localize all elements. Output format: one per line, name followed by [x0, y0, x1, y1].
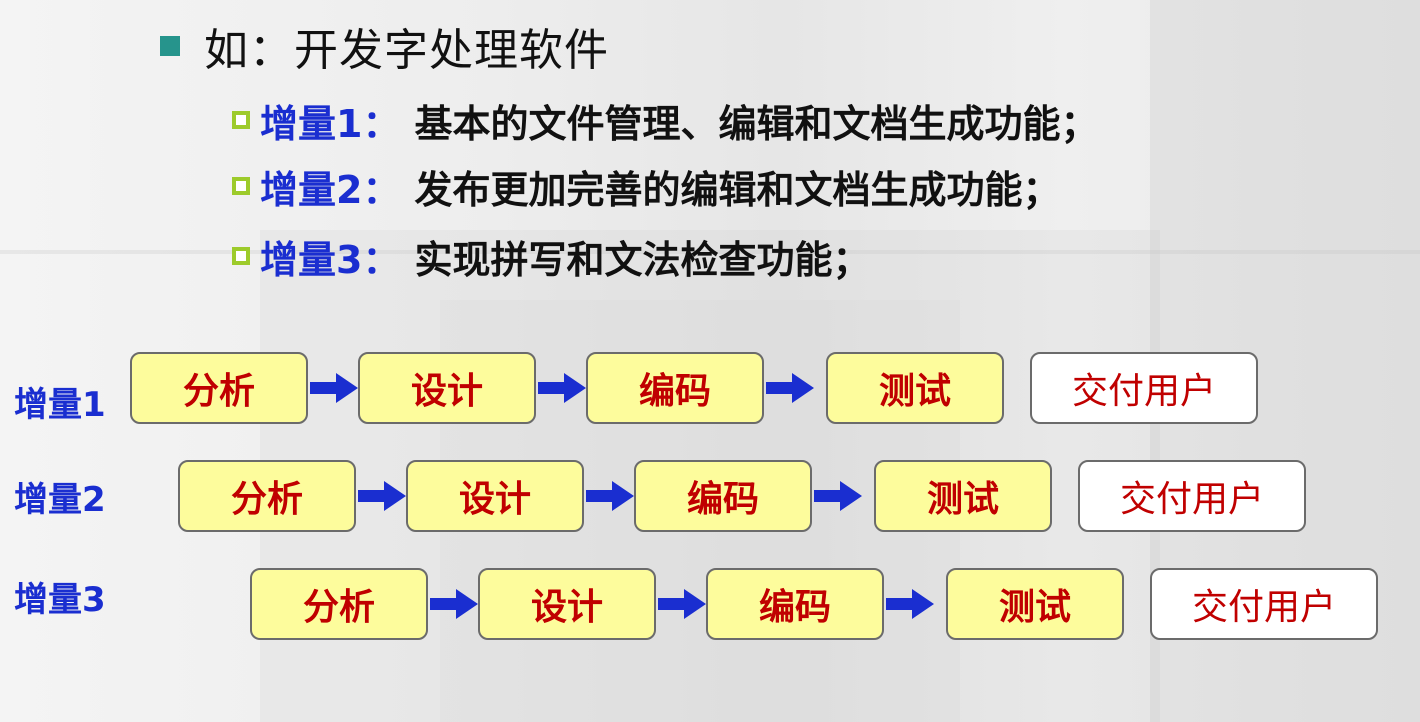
increment-1-description: 增量1： 基本的文件管理、编辑和文档生成功能； [232, 92, 1098, 148]
stage-coding-box: 编码 [586, 352, 764, 424]
stage-deliver-box: 交付用户 [1030, 352, 1258, 424]
hollow-square-bullet-icon [232, 247, 250, 265]
arrow-right-icon [658, 589, 706, 619]
stage-analysis-box: 分析 [250, 568, 428, 640]
stage-design-box: 设计 [478, 568, 656, 640]
increment-desc: 发布更加完善的编辑和文档生成功能； [414, 159, 1060, 214]
stage-coding-box: 编码 [634, 460, 812, 532]
stage-analysis-box: 分析 [130, 352, 308, 424]
arrow-right-icon [430, 589, 478, 619]
row-label-increment-2: 增量2 [14, 472, 106, 521]
arrow-right-icon [538, 373, 586, 403]
increment-label: 增量3： [260, 229, 400, 284]
increment-label: 增量1： [260, 93, 400, 148]
stage-analysis-box: 分析 [178, 460, 356, 532]
arrow-right-icon [814, 481, 862, 511]
main-bullet: 如：开发字处理软件 [160, 14, 609, 78]
stage-coding-box: 编码 [706, 568, 884, 640]
stage-design-box: 设计 [358, 352, 536, 424]
row-label-increment-1: 增量1 [14, 377, 106, 426]
increment-desc: 实现拼写和文法检查功能； [414, 229, 870, 284]
square-bullet-icon [160, 36, 180, 56]
stage-testing-box: 测试 [874, 460, 1052, 532]
hollow-square-bullet-icon [232, 177, 250, 195]
stage-testing-box: 测试 [826, 352, 1004, 424]
increment-3-description: 增量3： 实现拼写和文法检查功能； [232, 228, 870, 284]
arrow-right-icon [586, 481, 634, 511]
arrow-right-icon [358, 481, 406, 511]
increment-2-description: 增量2： 发布更加完善的编辑和文档生成功能； [232, 158, 1060, 214]
arrow-right-icon [886, 589, 934, 619]
stage-design-box: 设计 [406, 460, 584, 532]
arrow-right-icon [310, 373, 358, 403]
stage-deliver-box: 交付用户 [1078, 460, 1306, 532]
stage-testing-box: 测试 [946, 568, 1124, 640]
increment-desc: 基本的文件管理、编辑和文档生成功能； [414, 93, 1098, 148]
stage-deliver-box: 交付用户 [1150, 568, 1378, 640]
hollow-square-bullet-icon [232, 111, 250, 129]
main-bullet-text: 如：开发字处理软件 [204, 14, 609, 78]
row-label-increment-3: 增量3 [14, 572, 106, 621]
increment-label: 增量2： [260, 159, 400, 214]
arrow-right-icon [766, 373, 814, 403]
